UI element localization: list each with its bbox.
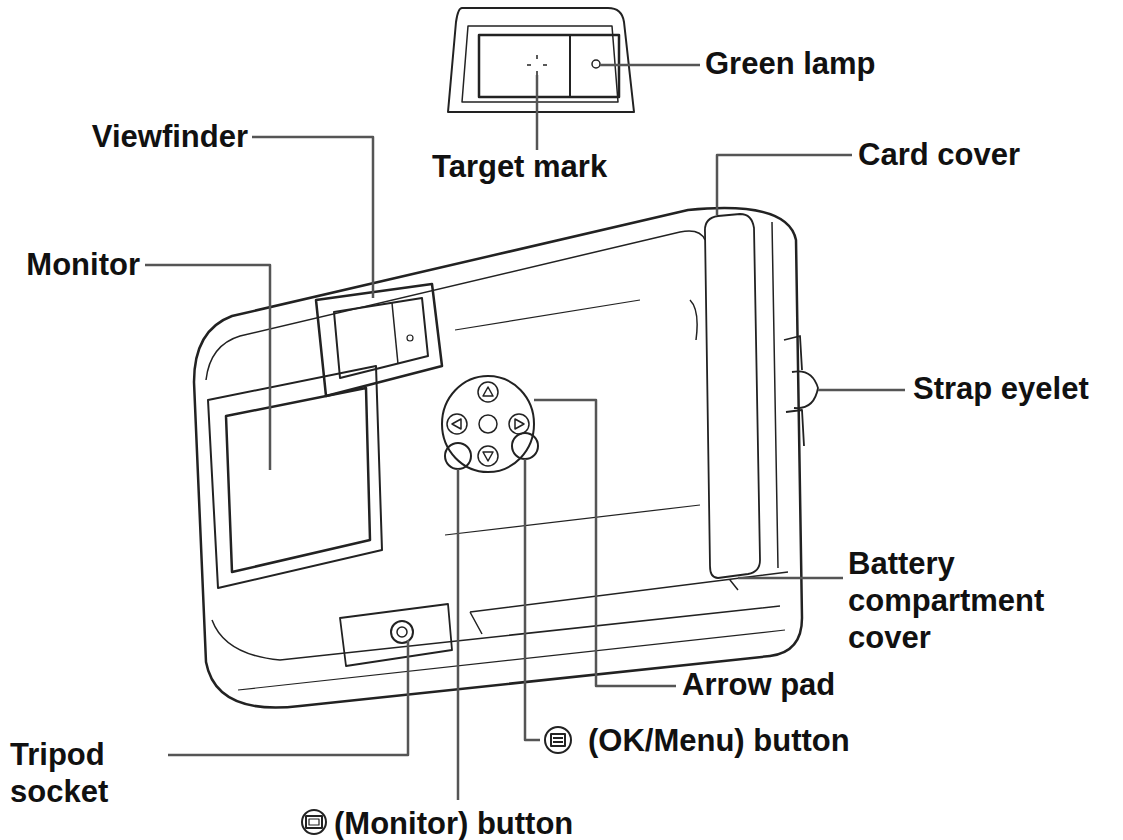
viewfinder-inset-inner [462,26,618,102]
part-label: Card cover [858,136,1020,173]
monitor-screen [226,388,370,572]
viewfinder-window [479,35,619,97]
monitor-frame [208,366,382,588]
strap-eyelet-shape [784,336,818,446]
viewfinder-body-split [392,303,398,364]
monitor-button-shape [445,443,471,469]
viewfinder-body-lamp [407,335,413,341]
ok-button-shape [512,433,538,459]
part-label: Strap eyelet [913,370,1089,407]
part-label: Tripod socket [10,736,170,810]
viewfinder-body [316,284,442,396]
target-mark-symbol [527,55,547,75]
part-label: Battery compartment cover [848,545,1063,656]
tripod-plate [340,604,452,666]
window-split [569,35,571,97]
part-label: Monitor [0,246,140,283]
body-panel-line [445,300,700,535]
viewfinder-inset [448,8,634,112]
camera-body [194,208,802,708]
part-label: Target mark [432,148,607,185]
arrow-pad-center [479,415,497,433]
tripod-socket-hole [397,627,407,637]
arrow-pad-keys [447,382,529,466]
tripod-socket-shape [391,621,413,643]
green-lamp-symbol [592,60,600,68]
card-cover-line [690,222,778,568]
battery-cover-shape [470,572,788,634]
part-label: Arrow pad [682,666,835,703]
body-base-line [212,606,780,660]
viewfinder-body-window [334,298,428,378]
part-label: (Monitor) button [334,805,573,840]
leader-lines [145,65,905,800]
part-label: Green lamp [705,45,876,82]
body-edge [206,231,705,380]
ok-menu-icon [545,727,571,753]
monitor-icon [302,810,326,834]
card-cover-shape [705,214,760,578]
part-label: (OK/Menu) button [588,722,850,759]
part-label: Viewfinder [20,118,248,155]
